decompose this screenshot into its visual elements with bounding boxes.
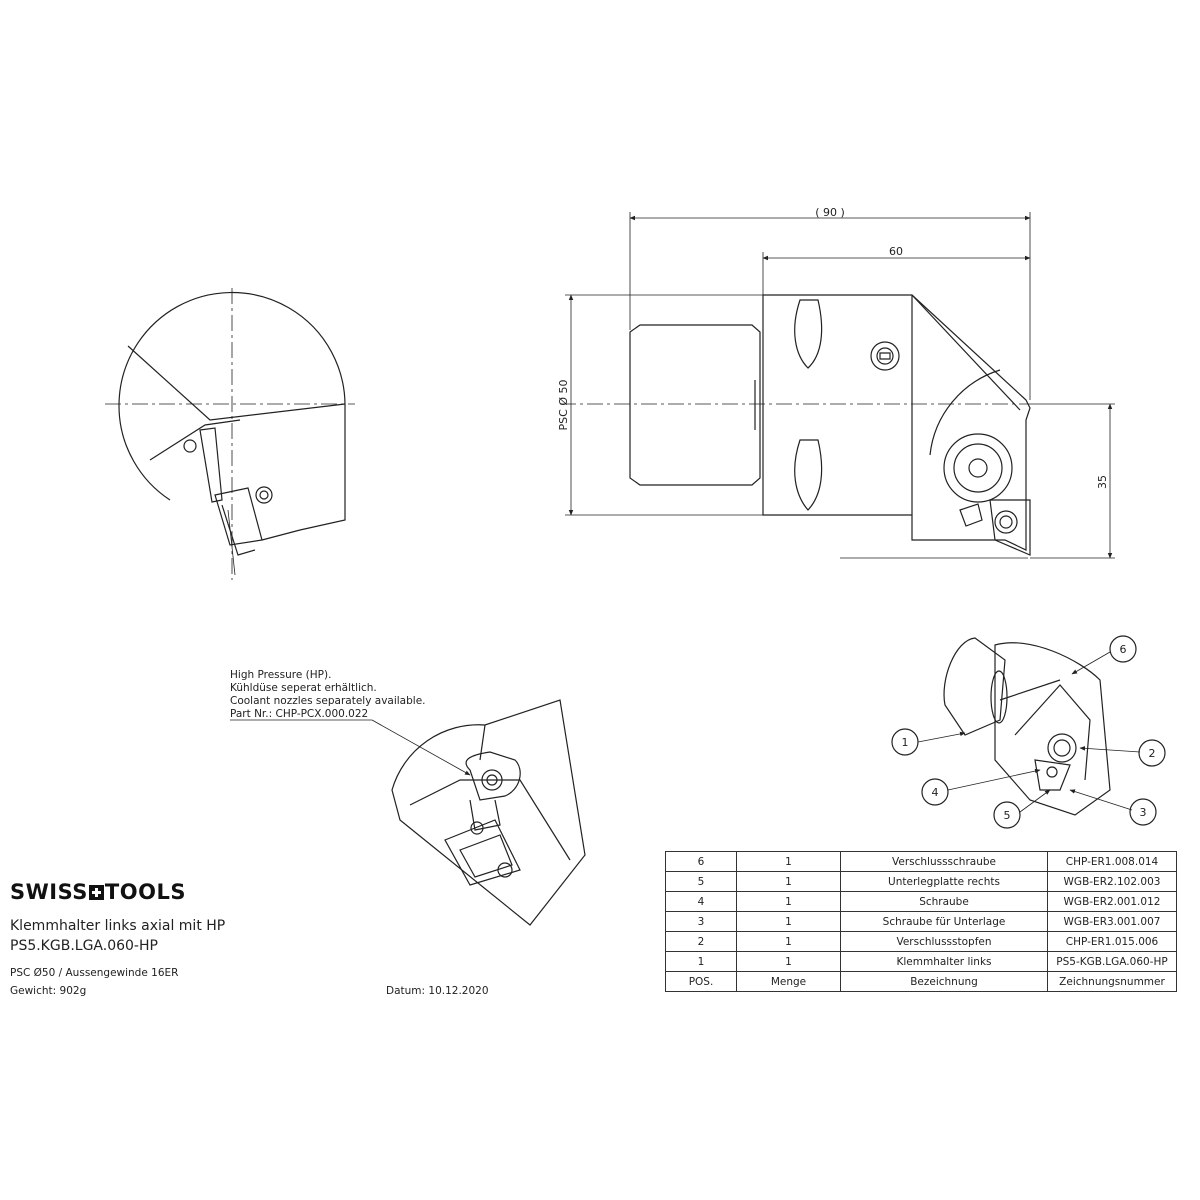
dim-height: 35 [1096,475,1109,489]
cell-qty: 1 [736,931,841,952]
end-view [105,288,355,580]
brand-right: TOOLS [104,880,186,904]
plus-cross-icon [88,884,104,900]
callout-5: 5 [1004,809,1011,822]
header-pos: POS. [665,971,737,992]
side-view [560,294,1035,559]
cell-drawing-number: CHP-ER1.008.014 [1047,851,1177,872]
cell-description: Verschlussschraube [840,851,1048,872]
cell-drawing-number: WGB-ER2.001.012 [1047,891,1177,912]
callout-2: 2 [1149,747,1156,760]
product-weight: Gewicht: 902g [10,985,87,997]
callout-leaders [917,651,1141,813]
drawing-date: Datum: 10.12.2020 [386,985,489,997]
cell-description: Verschlussstopfen [840,931,1048,952]
callout-1: 1 [902,736,909,749]
note-line: High Pressure (HP). [230,669,332,681]
cell-drawing-number: WGB-ER3.001.007 [1047,911,1177,932]
cell-drawing-number: CHP-ER1.015.006 [1047,931,1177,952]
header-drawing-number: Zeichnungsnummer [1047,971,1177,992]
cell-qty: 1 [736,891,841,912]
brand-left: SWISS [10,880,88,904]
table-row: 6 1 Verschlussschraube CHP-ER1.008.014 [665,851,1177,872]
product-code: PS5.KGB.LGA.060-HP [10,938,158,954]
table-row: 5 1 Unterlegplatte rechts WGB-ER2.102.00… [665,871,1177,892]
table-row: 1 1 Klemmhalter links PS5-KGB.LGA.060-HP [665,951,1177,972]
cell-qty: 1 [736,871,841,892]
header-description: Bezeichnung [840,971,1048,992]
cell-pos: 6 [665,851,737,872]
cell-pos: 3 [665,911,737,932]
cell-qty: 1 [736,851,841,872]
table-row: 4 1 Schraube WGB-ER2.001.012 [665,891,1177,912]
dim-body-length: 60 [889,245,903,258]
cell-pos: 1 [665,951,737,972]
isometric-view [943,637,1111,816]
cell-qty: 1 [736,911,841,932]
brand-logo: SWISS TOOLS [10,880,186,904]
callout-3: 3 [1140,806,1147,819]
note-line: Part Nr.: CHP-PCX.000.022 [230,708,369,720]
product-spec: PSC Ø50 / Aussengewinde 16ER [10,967,179,979]
product-title: Klemmhalter links axial mit HP [10,918,226,934]
cell-description: Schraube für Unterlage [840,911,1048,932]
table-row: 2 1 Verschlussstopfen CHP-ER1.015.006 [665,931,1177,952]
note-line: Kühldüse seperat erhältlich. [230,682,377,694]
cell-pos: 2 [665,931,737,952]
cell-pos: 4 [665,891,737,912]
coolant-note: High Pressure (HP). Kühldüse seperat erh… [230,669,426,721]
parts-list-table: 6 1 Verschlussschraube CHP-ER1.008.014 5… [665,851,1177,992]
detail-view [230,699,586,926]
cell-qty: 1 [736,951,841,972]
callout-6: 6 [1120,643,1127,656]
note-line: Coolant nozzles separately available. [230,695,426,707]
cell-drawing-number: WGB-ER2.102.003 [1047,871,1177,892]
header-qty: Menge [736,971,841,992]
cell-description: Schraube [840,891,1048,912]
cell-description: Klemmhalter links [840,951,1048,972]
dim-diameter: PSC Ø 50 [557,380,570,431]
dim-overall-length: ( 90 ) [815,206,845,219]
table-row: 3 1 Schraube für Unterlage WGB-ER3.001.0… [665,911,1177,932]
dimension-lines [565,212,1115,559]
cell-description: Unterlegplatte rechts [840,871,1048,892]
cell-drawing-number: PS5-KGB.LGA.060-HP [1047,951,1177,972]
table-header-row: POS. Menge Bezeichnung Zeichnungsnummer [665,971,1177,992]
cell-pos: 5 [665,871,737,892]
callout-4: 4 [932,786,939,799]
callout-circles [891,635,1166,829]
